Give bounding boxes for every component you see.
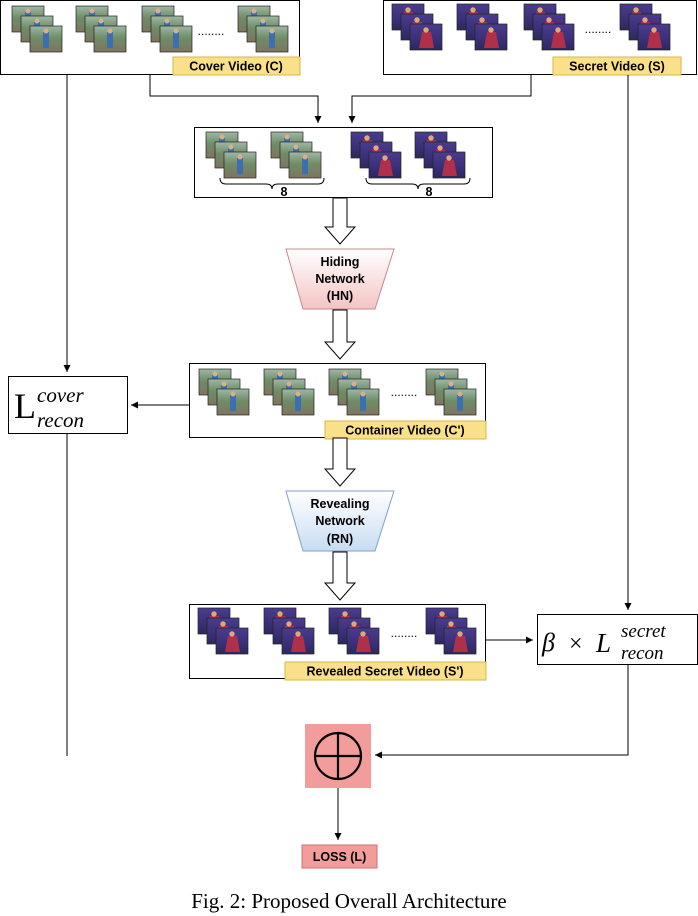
secret-frame-stack bbox=[619, 3, 671, 51]
total-loss-label: LOSS (L) bbox=[313, 850, 366, 864]
container-video-label: Container Video (C') bbox=[345, 424, 464, 438]
cover-frame-stack bbox=[11, 5, 63, 53]
cover-reconstruction-loss: L cover recon bbox=[8, 376, 128, 434]
cover-frame-stack bbox=[198, 368, 250, 416]
hiding-network-line2: Network bbox=[315, 272, 364, 286]
cover-video-label: Cover Video (C) bbox=[189, 60, 283, 74]
cover-loss-superscript: cover bbox=[37, 383, 84, 407]
revealing-to-revealed-arrow bbox=[323, 551, 357, 601]
hiding-network-line1: Hiding bbox=[321, 255, 360, 269]
cover-frame-stack bbox=[237, 5, 289, 53]
times-symbol: × bbox=[569, 631, 583, 657]
total-loss: LOSS (L) bbox=[301, 844, 378, 869]
cover-video-box: ........ Cover Video (C) bbox=[0, 0, 301, 76]
secret-loss-base: L bbox=[595, 628, 611, 658]
secret-frame-stack bbox=[350, 131, 402, 179]
secret-video-ellipsis: ........ bbox=[585, 22, 612, 36]
revealed-video-ellipsis: ........ bbox=[391, 626, 418, 640]
beta-symbol: β bbox=[541, 628, 555, 657]
secret-frame-stack bbox=[456, 3, 508, 51]
revealing-network-line1: Revealing bbox=[310, 497, 369, 511]
secret-to-concat-arrow bbox=[348, 75, 532, 123]
secret-frame-stack bbox=[425, 607, 477, 655]
hiding-network: Hiding Network (HN) bbox=[285, 248, 395, 310]
secret-frame-count: 8 bbox=[426, 185, 433, 199]
left-brace bbox=[219, 177, 325, 190]
secret-frame-stack bbox=[263, 607, 315, 655]
secret-frame-stack bbox=[391, 3, 443, 51]
cover-frame-stack bbox=[425, 368, 477, 416]
secret-frame-stack bbox=[414, 131, 466, 179]
cover-loss-subscript: recon bbox=[37, 408, 84, 432]
figure-caption: Fig. 2: Proposed Overall Architecture bbox=[191, 889, 507, 913]
secret-loss-subscript: recon bbox=[621, 643, 664, 664]
secret-frame-stack bbox=[197, 607, 249, 655]
sum-node bbox=[305, 724, 371, 788]
cover-frame-stack bbox=[328, 368, 380, 416]
secret-video-label-bg bbox=[552, 56, 682, 76]
right-brace bbox=[365, 177, 471, 190]
secret-reconstruction-loss: β × L secret recon bbox=[537, 614, 698, 665]
revealing-network-line3: (RN) bbox=[327, 532, 353, 546]
hiding-network-line3: (HN) bbox=[327, 289, 353, 303]
concatenated-input-box: 8 8 bbox=[194, 127, 493, 199]
concat-to-hiding-arrow bbox=[323, 197, 357, 245]
revealing-network: Revealing Network (RN) bbox=[285, 490, 395, 552]
cover-video-label-bg bbox=[172, 56, 301, 76]
secret-loss-to-sum-arrow bbox=[375, 665, 629, 759]
secret-loss-superscript: secret bbox=[621, 621, 666, 642]
revealed-secret-video-box: ........ Revealed Secret Video (S') bbox=[189, 604, 487, 681]
container-video-box: ........ Container Video (C') bbox=[189, 363, 487, 440]
cover-frame-stack bbox=[141, 5, 193, 53]
cover-frame-stack bbox=[75, 5, 127, 53]
secret-frame-stack bbox=[523, 3, 575, 51]
revealed-video-label: Revealed Secret Video (S') bbox=[307, 665, 464, 679]
cover-frame-stack bbox=[263, 368, 315, 416]
cover-frame-count: 8 bbox=[281, 185, 288, 199]
secret-video-box: ........ Secret Video (S) bbox=[383, 0, 697, 76]
container-video-label-bg bbox=[324, 420, 487, 440]
secret-frame-stack bbox=[328, 607, 380, 655]
container-to-revealing-arrow bbox=[323, 437, 357, 487]
cover-frame-stack bbox=[205, 131, 257, 179]
cover-frame-stack bbox=[270, 131, 322, 179]
cover-to-concat-arrow bbox=[149, 75, 322, 123]
hiding-to-container-arrow bbox=[323, 309, 357, 360]
cover-loss-base: L bbox=[14, 386, 36, 426]
revealing-network-line2: Network bbox=[315, 514, 364, 528]
secret-video-label: Secret Video (S) bbox=[569, 60, 665, 74]
cover-video-ellipsis: ........ bbox=[198, 24, 225, 38]
container-video-ellipsis: ........ bbox=[391, 385, 418, 399]
revealed-video-label-bg bbox=[284, 661, 487, 681]
